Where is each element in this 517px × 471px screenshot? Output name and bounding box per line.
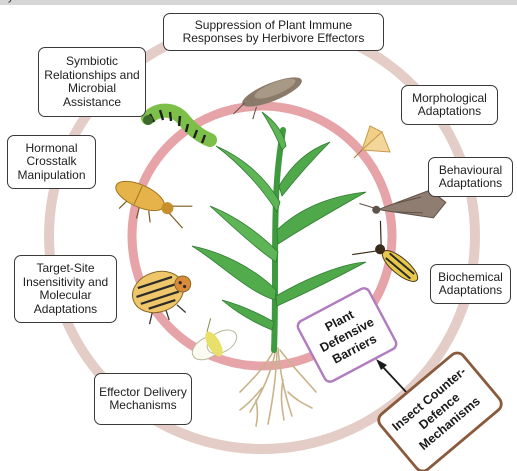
- label-morphological: Morphological Adaptations: [401, 85, 498, 125]
- arrow-icon: [376, 359, 408, 394]
- label-symbiotic: Symbiotic Relationships and Microbial As…: [38, 47, 146, 117]
- label-biochemical: Biochemical Adaptations: [430, 264, 511, 304]
- label-suppression: Suppression of Plant Immune Responses by…: [163, 13, 384, 51]
- label-behavioural: Behavioural Adaptations: [428, 157, 513, 197]
- plant-barriers-box: Plant Defensive Barriers: [296, 286, 399, 384]
- maize-plant-icon: [192, 112, 366, 426]
- counter-defence-box: Insect Counter- Defence Mechanisms: [375, 350, 504, 471]
- pale-moth-icon: [354, 126, 390, 158]
- label-target-site: Target-Site Insensitivity and Molecular …: [14, 255, 117, 323]
- label-effector-delivery: Effector Delivery Mechanisms: [94, 373, 192, 425]
- beetle-longhorn-icon: [107, 174, 192, 237]
- label-hormonal: Hormonal Crosstalk Manipulation: [7, 135, 96, 189]
